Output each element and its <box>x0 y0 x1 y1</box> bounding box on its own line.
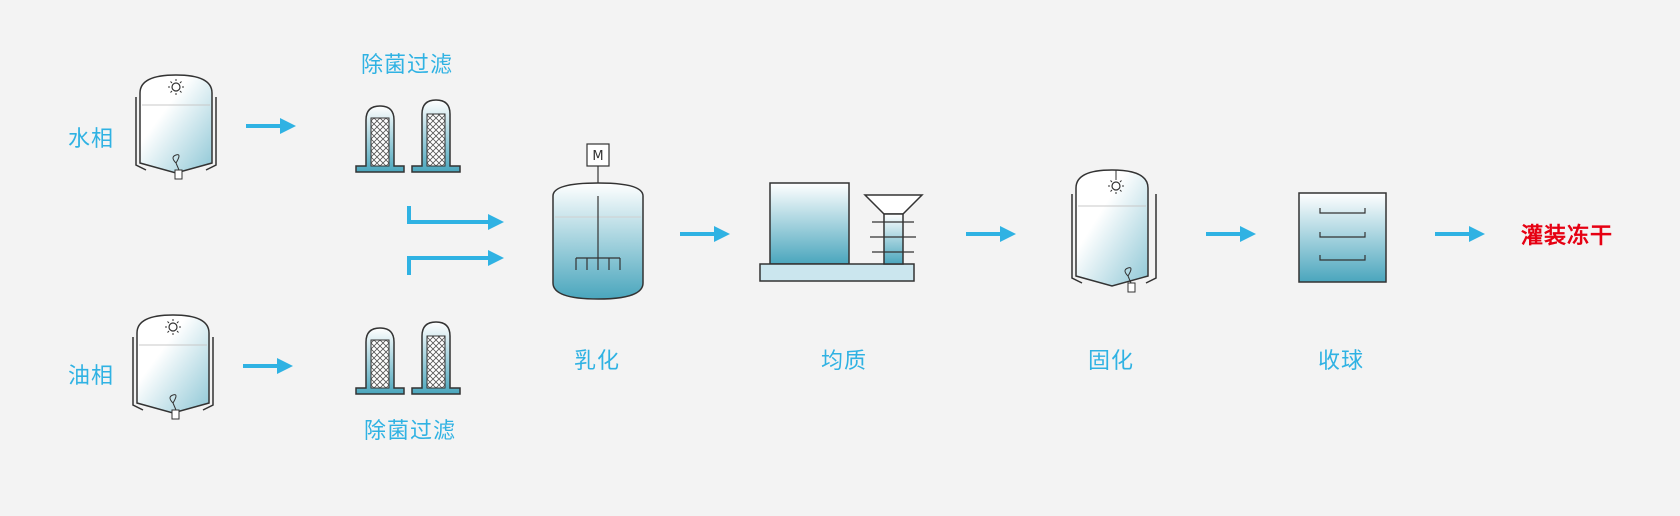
sterile-filter-top <box>355 99 461 173</box>
label-solidify: 固化 <box>1087 349 1135 374</box>
heater-sun-icon <box>168 79 184 95</box>
label-sterile-filter-bottom: 除菌过滤 <box>363 419 457 444</box>
arrow-filter-top-to-reactor <box>407 206 504 230</box>
label-collect-spheres: 收球 <box>1317 349 1365 374</box>
label-fill-freeze-dry: 灌装冻干 <box>1520 224 1614 249</box>
label-oil-phase: 油相 <box>67 364 115 389</box>
oil-phase-tank <box>132 314 214 420</box>
arrow-filter-bottom-to-reactor <box>407 250 504 275</box>
flow-arrows <box>243 118 1485 374</box>
stirrer-motor-icon <box>169 394 180 420</box>
stirrer-motor-icon <box>1124 267 1136 293</box>
emulsification-reactor: M <box>552 143 644 300</box>
motor-letter: M <box>592 149 603 164</box>
solidification-tank <box>1071 169 1157 293</box>
homogenizer <box>759 182 924 282</box>
water-phase-tank <box>135 74 217 180</box>
label-water-phase: 水相 <box>67 127 115 152</box>
heater-sun-icon <box>165 319 181 335</box>
heater-sun-icon <box>1108 170 1124 194</box>
sphere-collection-vessel <box>1298 192 1387 283</box>
sterile-filter-bottom <box>355 321 461 395</box>
stirrer-motor-icon <box>172 154 183 180</box>
label-emulsify: 乳化 <box>573 349 621 374</box>
label-sterile-filter-top: 除菌过滤 <box>360 53 454 78</box>
label-homogenize: 均质 <box>820 349 868 374</box>
